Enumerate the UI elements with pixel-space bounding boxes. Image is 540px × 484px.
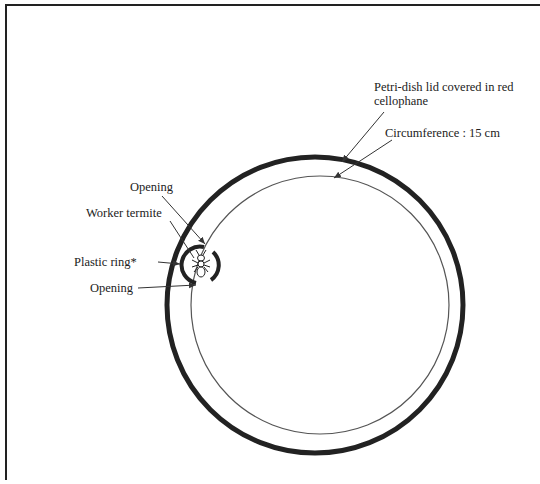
leader-line (334, 140, 392, 178)
part-label: Opening (90, 281, 133, 295)
leader-line (342, 112, 384, 162)
part-label: Worker termite (86, 206, 162, 220)
leader-line (138, 285, 196, 288)
dimension-label: Circumference : 15 cm (385, 126, 500, 140)
frame (6, 5, 540, 480)
inner-circle (191, 176, 449, 434)
material-label: Petri-dish lid covered in red cellophane (374, 80, 514, 108)
petri-dish-lid (167, 157, 463, 453)
part-label: Opening (130, 180, 173, 194)
part-label: Plastic ring* (74, 255, 137, 269)
worker-termite (192, 250, 210, 277)
plastic-ring (211, 252, 219, 280)
leader-line (158, 262, 180, 264)
leader-line (162, 196, 205, 244)
plastic-ring (182, 247, 204, 283)
leader-line (170, 221, 194, 258)
